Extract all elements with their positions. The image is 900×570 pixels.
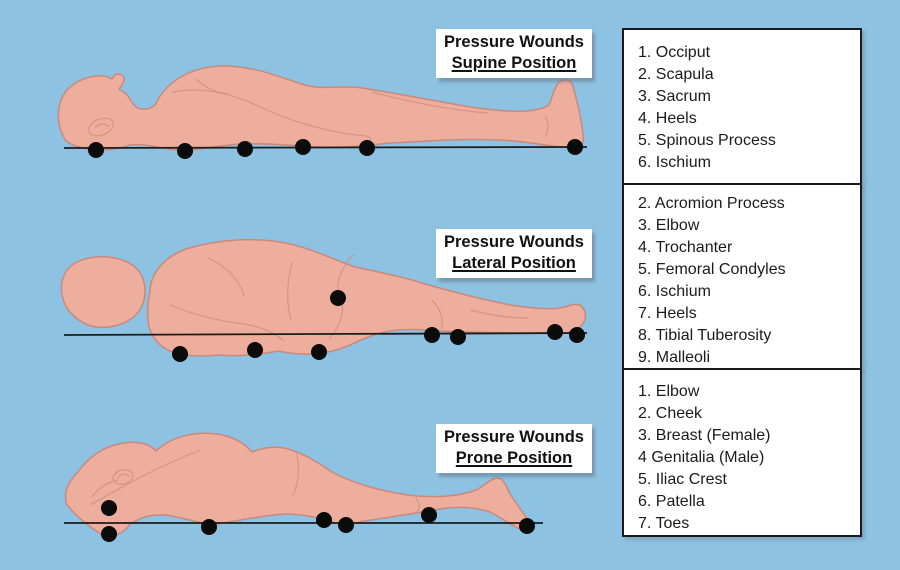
- pressure-dot-occiput: [88, 142, 104, 158]
- pressure-dot-tibial-tuberosity: [450, 329, 466, 345]
- supine-surface-line: [63, 146, 588, 149]
- pressure-dot-iliac-crest: [316, 512, 332, 528]
- label-lateral-line1: Pressure Wounds: [444, 233, 584, 251]
- list-item: 5. Iliac Crest: [638, 471, 727, 488]
- pressure-dot-malleoli: [547, 324, 563, 340]
- list-item: 6. Ischium: [638, 154, 711, 171]
- pressure-dot-patella: [421, 507, 437, 523]
- prone-ear-inner: [117, 473, 131, 479]
- list-supine-sites: 1. Occiput 2. Scapula 3. Sacrum 4. Heels 5. …: [622, 28, 862, 185]
- pressure-dot-acromion-process: [172, 346, 188, 362]
- label-supine-line2: Supine Position: [451, 54, 577, 72]
- prone-hip-line: [292, 451, 299, 496]
- label-lateral-position: Pressure Wounds Lateral Position: [436, 229, 592, 278]
- supine-leg-line: [371, 91, 489, 114]
- list-item: 5. Spinous Process: [638, 132, 776, 149]
- list-item: 7. Heels: [638, 305, 697, 322]
- label-prone-line2: Prone Position: [455, 449, 573, 467]
- supine-pressure-overlay: [63, 139, 588, 159]
- label-prone-line1: Pressure Wounds: [444, 428, 584, 446]
- list-item: 2. Cheek: [638, 405, 703, 422]
- pressure-dot-ischium: [311, 344, 327, 360]
- prone-cheek-line: [91, 479, 119, 498]
- list-item: 3. Elbow: [638, 217, 700, 234]
- list-item: 9. Malleoli: [638, 349, 711, 366]
- pressure-dot-femoral-condyles: [424, 327, 440, 343]
- prone-arm-line: [89, 449, 201, 506]
- list-lateral-sites: 2. Acromion Process 3. Elbow 4. Trochanter…: [622, 183, 862, 370]
- figure-prone: [64, 432, 543, 542]
- lateral-calf-line: [469, 309, 529, 319]
- supine-ear-inner: [94, 123, 110, 129]
- label-lateral-line2: Lateral Position: [452, 254, 576, 272]
- pressure-dot-ischium: [359, 140, 375, 156]
- lateral-waist-line: [287, 261, 293, 321]
- pressure-dot-elbow: [101, 526, 117, 542]
- lateral-head: [60, 256, 146, 329]
- label-supine-position: Pressure Wounds Supine Position: [436, 29, 592, 78]
- pressure-dot-toes: [519, 518, 535, 534]
- list-item: 5. Femoral Condyles: [638, 261, 786, 278]
- supine-ankle-line: [544, 115, 549, 138]
- figure-lateral: [60, 238, 588, 362]
- list-item: 4 Genitalia (Male): [638, 449, 765, 466]
- list-item: 4. Heels: [638, 110, 697, 127]
- pressure-dot-cheek: [101, 500, 117, 516]
- supine-ear-icon: [87, 117, 115, 137]
- label-supine-line1: Pressure Wounds: [444, 33, 584, 51]
- supine-body: [57, 65, 585, 151]
- pressure-dot-heels: [569, 327, 585, 343]
- supine-chest-line: [195, 78, 229, 95]
- prone-knee-line: [415, 497, 420, 513]
- pressure-dot-sacrum: [295, 139, 311, 155]
- list-item: 7. Toes: [638, 515, 690, 532]
- lateral-surface-line: [63, 332, 588, 336]
- pressure-dot-elbow: [247, 342, 263, 358]
- list-item: 6. Patella: [638, 493, 705, 510]
- lateral-scapula-line: [207, 257, 245, 297]
- prone-pressure-overlay: [64, 500, 543, 542]
- lateral-knee-line: [431, 299, 443, 330]
- pressure-dot-spinous-process: [237, 141, 253, 157]
- list-prone-sites: 1. Elbow 2. Cheek 3. Breast (Female) 4 Geni…: [622, 368, 862, 537]
- list-item: 4. Trochanter: [638, 239, 733, 256]
- pressure-dot-heels: [567, 139, 583, 155]
- list-item: 2. Scapula: [638, 66, 714, 83]
- label-prone-position: Pressure Wounds Prone Position: [436, 424, 592, 473]
- figure-supine: [57, 65, 588, 159]
- list-item: 1. Elbow: [638, 383, 700, 400]
- list-item: 3. Breast (Female): [638, 427, 771, 444]
- list-item: 8. Tibial Tuberosity: [638, 327, 772, 344]
- list-item: 6. Ischium: [638, 283, 711, 300]
- pressure-dot-scapula: [177, 143, 193, 159]
- list-item: 1. Occiput: [638, 44, 711, 61]
- pressure-dot-breast: [201, 519, 217, 535]
- pressure-dot-genitalia: [338, 517, 354, 533]
- list-item: 3. Sacrum: [638, 88, 711, 105]
- prone-ear-icon: [112, 469, 134, 485]
- pressure-dot-trochanter: [330, 290, 346, 306]
- lateral-pressure-overlay: [63, 290, 588, 362]
- list-item: 2. Acromion Process: [638, 195, 785, 212]
